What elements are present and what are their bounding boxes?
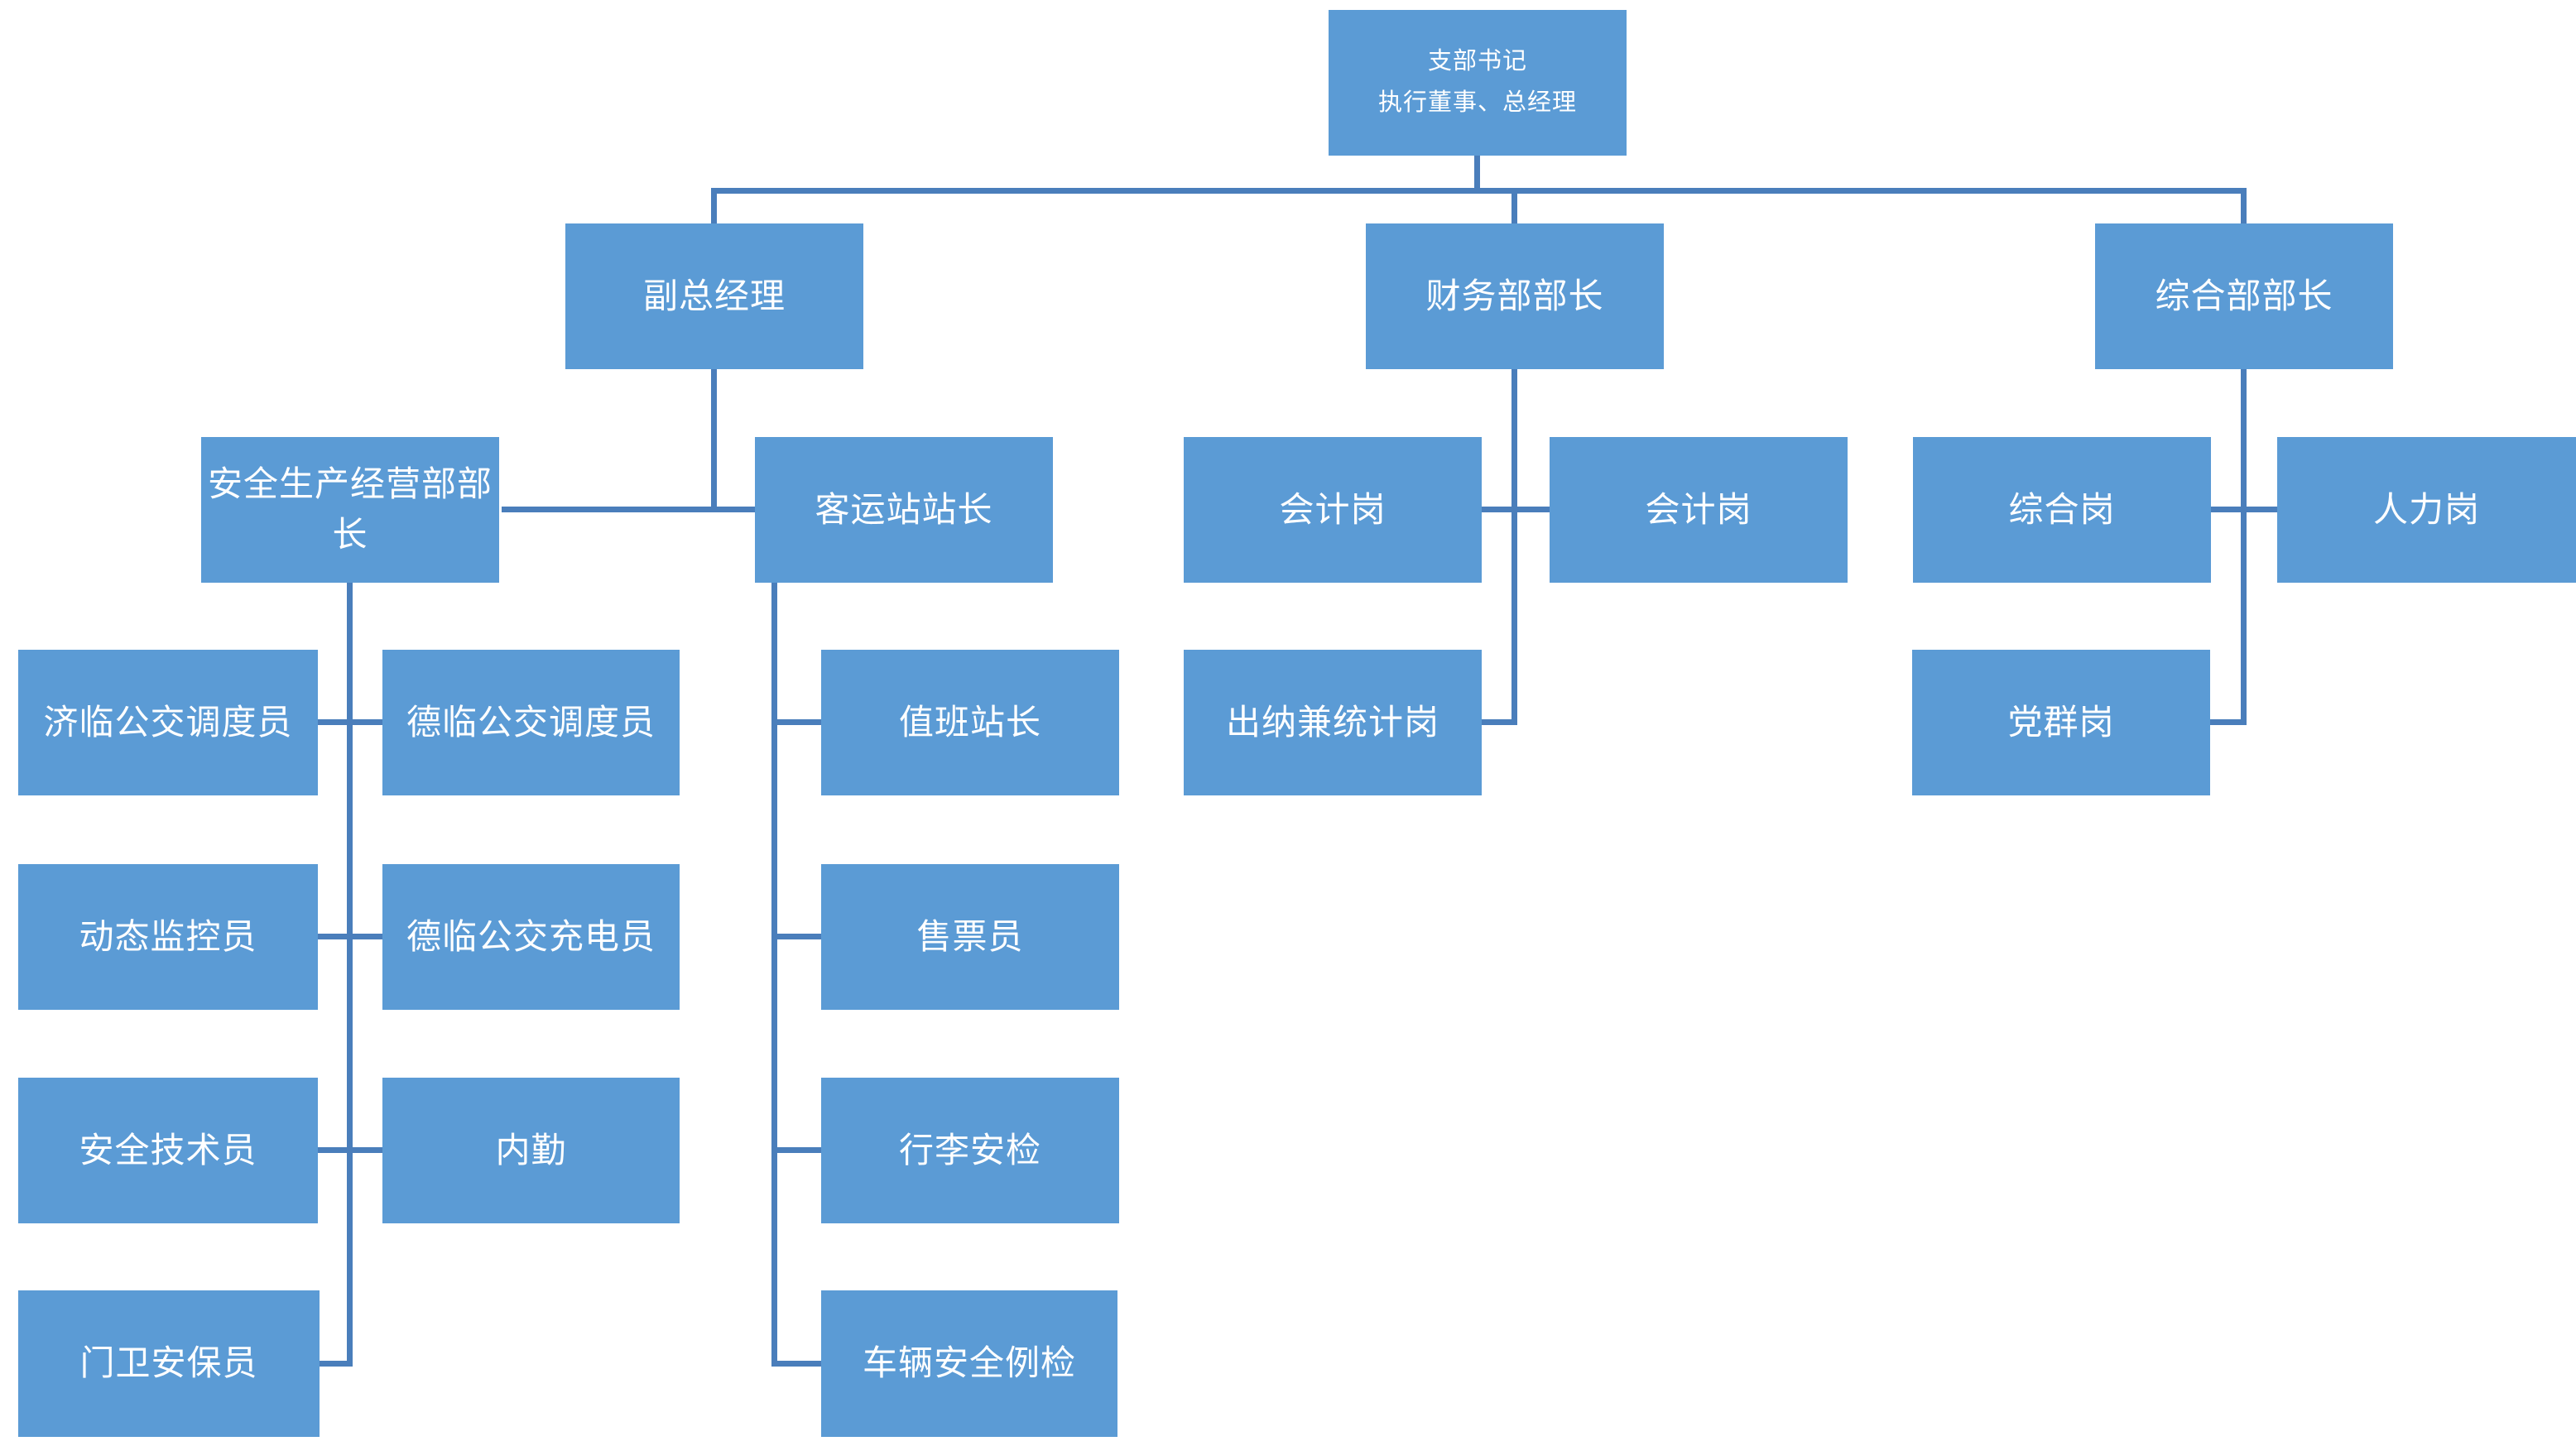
org-node-label: 综合部部长: [2155, 276, 2333, 315]
org-node-dynamic-monitor: 动态监控员: [18, 864, 318, 1010]
org-node-label: 值班站长: [898, 702, 1041, 742]
org-node-label: 动态监控员: [79, 916, 257, 956]
org-node-label: 会计岗: [1645, 489, 1752, 529]
org-node-hr-post: 人力岗: [2277, 437, 2576, 583]
connector-segment-0: [1474, 156, 1480, 194]
org-node-label: 财务部部长: [1425, 276, 1604, 315]
connector-segment-20: [771, 934, 821, 939]
org-node-finance-dept-head: 财务部部长: [1366, 223, 1664, 369]
org-node-safety-production-dept-head: 安全生产经营部部长: [201, 437, 499, 583]
org-node-deputy-general-manager: 副总经理: [565, 223, 863, 369]
org-node-ticket-seller: 售票员: [821, 864, 1119, 1010]
org-node-label: 行李安检: [898, 1130, 1041, 1170]
org-node-label: 门卫安保员: [79, 1343, 258, 1383]
org-node-label: 德临公交调度员: [406, 702, 656, 742]
org-node-branch-secretary: 支部书记执行董事、总经理: [1329, 10, 1627, 156]
connector-segment-12: [2210, 719, 2247, 725]
org-node-label: 安全生产经营部部长: [207, 464, 493, 554]
org-node-general-affairs-dept-head: 综合部部长: [2095, 223, 2393, 369]
org-node-duty-station-master: 值班站长: [821, 650, 1119, 795]
connector-segment-17: [320, 1361, 353, 1367]
org-node-safety-technician: 安全技术员: [18, 1078, 318, 1223]
org-node-vehicle-safety-inspection: 车辆安全例检: [821, 1290, 1117, 1437]
org-node-label: 内勤: [495, 1130, 567, 1170]
connector-segment-5: [711, 369, 717, 512]
org-node-label: 党群岗: [2007, 702, 2115, 742]
connector-segment-3: [1511, 188, 1517, 223]
org-node-accountant-post-1: 会计岗: [1184, 437, 1482, 583]
org-node-gate-security-guard: 门卫安保员: [18, 1290, 320, 1437]
org-node-label: 会计岗: [1279, 489, 1387, 529]
connector-segment-1: [711, 188, 2247, 194]
org-node-label: 副总经理: [642, 276, 786, 315]
org-node-label: 综合岗: [2008, 489, 2116, 529]
connector-segment-6: [502, 507, 755, 512]
connector-segment-15: [318, 934, 382, 939]
org-node-label: 售票员: [916, 916, 1024, 956]
connector-segment-9: [1482, 719, 1517, 725]
connector-segment-4: [2241, 188, 2247, 223]
connector-segment-7: [1511, 369, 1517, 725]
org-node-label: 安全技术员: [79, 1130, 257, 1170]
org-node-office-clerk: 内勤: [382, 1078, 680, 1223]
org-node-luggage-security-check: 行李安检: [821, 1078, 1119, 1223]
org-node-party-mass-post: 党群岗: [1912, 650, 2210, 795]
connector-segment-14: [318, 719, 382, 725]
connector-segment-19: [771, 719, 821, 725]
connector-segment-13: [347, 583, 353, 1367]
org-node-jilin-bus-dispatcher: 济临公交调度员: [18, 650, 318, 795]
org-node-label: 客运站站长: [815, 489, 993, 529]
org-node-label: 出纳兼统计岗: [1225, 702, 1439, 742]
org-node-passenger-station-master: 客运站站长: [755, 437, 1053, 583]
connector-segment-2: [711, 188, 717, 223]
org-node-delin-bus-charger: 德临公交充电员: [382, 864, 680, 1010]
org-node-label: 人力岗: [2372, 489, 2480, 529]
org-node-delin-bus-dispatcher: 德临公交调度员: [382, 650, 680, 795]
org-node-cashier-statistician-post: 出纳兼统计岗: [1184, 650, 1482, 795]
org-node-general-affairs-post: 综合岗: [1913, 437, 2211, 583]
connector-segment-16: [318, 1147, 382, 1153]
connector-segment-22: [771, 1361, 821, 1367]
connector-segment-11: [2211, 507, 2277, 512]
org-node-label: 德临公交充电员: [406, 916, 656, 956]
connector-segment-18: [771, 583, 777, 1367]
org-node-label: 济临公交调度员: [43, 702, 293, 742]
connector-segment-8: [1482, 507, 1550, 512]
org-node-label: 车辆安全例检: [862, 1343, 1076, 1383]
org-node-accountant-post-2: 会计岗: [1550, 437, 1848, 583]
connector-segment-10: [2241, 369, 2247, 725]
org-node-label: 支部书记执行董事、总经理: [1377, 48, 1577, 116]
connector-segment-21: [771, 1147, 821, 1153]
